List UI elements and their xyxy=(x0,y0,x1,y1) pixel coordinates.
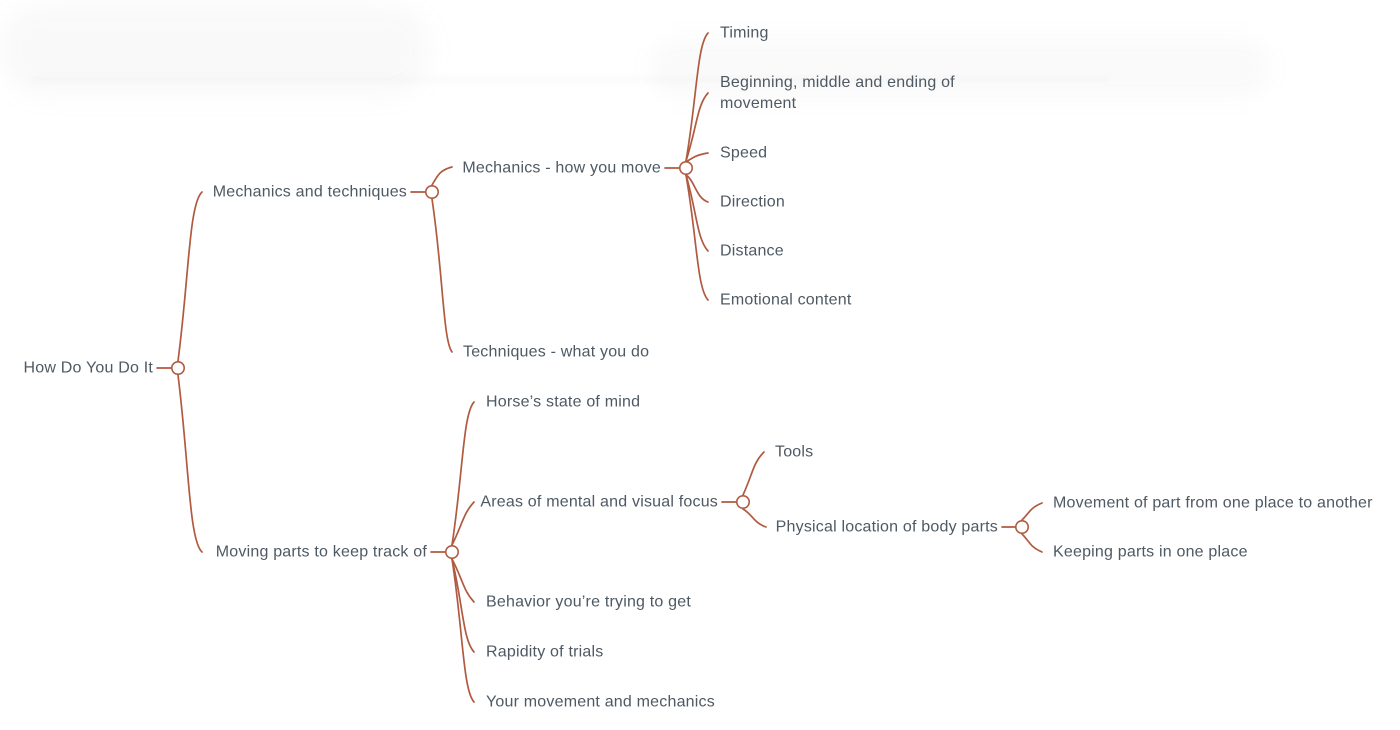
node-beginning-middle-ending-of-movement[interactable]: Beginning, middle and ending of movement xyxy=(720,74,955,112)
node-direction[interactable]: Direction xyxy=(720,193,785,211)
edge-root-moving-parts xyxy=(177,374,203,553)
node-mechanics-and-techniques[interactable]: Mechanics and techniques xyxy=(212,183,407,201)
node-movement-of-part[interactable]: Movement of part from one place to anoth… xyxy=(1053,494,1373,512)
edge-behavior xyxy=(451,558,475,603)
edge-beginning-middle-ending xyxy=(685,92,709,162)
edge-distance xyxy=(685,174,709,252)
edge-mechanics-how-you-move xyxy=(431,166,453,186)
node-moving-parts-to-keep-track-of[interactable]: Moving parts to keep track of xyxy=(215,543,427,561)
edge-rapidity-of-trials xyxy=(451,558,475,653)
edge-areas-of-focus xyxy=(451,501,475,546)
branch-toggle-physical-location[interactable] xyxy=(1014,519,1029,534)
node-horses-state-of-mind[interactable]: Horse’s state of mind xyxy=(486,393,641,411)
node-your-movement-and-mechanics[interactable]: Your movement and mechanics xyxy=(486,693,715,711)
node-rapidity-of-trials[interactable]: Rapidity of trials xyxy=(486,643,604,661)
branch-toggle-mechanics-how-you-move[interactable] xyxy=(678,161,693,176)
node-tools[interactable]: Tools xyxy=(775,443,814,461)
node-timing[interactable]: Timing xyxy=(720,24,769,42)
node-speed[interactable]: Speed xyxy=(720,144,768,162)
edge-emotional-content xyxy=(685,174,709,301)
node-physical-location-of-body-parts[interactable]: Physical location of body parts xyxy=(775,518,998,536)
node-distance[interactable]: Distance xyxy=(720,242,784,260)
node-keeping-parts-in-one-place[interactable]: Keeping parts in one place xyxy=(1053,543,1248,561)
edge-keeping-parts xyxy=(1021,533,1043,553)
edge-horses-state-of-mind xyxy=(451,401,475,546)
node-behavior-youre-trying-to-get[interactable]: Behavior you’re trying to get xyxy=(486,593,692,611)
edge-timing xyxy=(685,32,709,162)
edge-your-movement xyxy=(451,558,475,703)
branch-toggle-areas-of-focus[interactable] xyxy=(735,494,750,509)
edge-movement-of-part xyxy=(1021,502,1043,521)
branch-toggle-mechanics-and-techniques[interactable] xyxy=(424,185,439,200)
edge-physical-location xyxy=(742,508,767,528)
node-mechanics-how-you-move[interactable]: Mechanics - how you move xyxy=(462,159,661,177)
node-techniques-what-you-do[interactable]: Techniques - what you do xyxy=(463,343,650,361)
edge-direction xyxy=(685,174,709,203)
node-emotional-content[interactable]: Emotional content xyxy=(720,291,852,309)
branch-toggle-root[interactable] xyxy=(171,360,186,375)
edge-tools xyxy=(742,451,765,496)
edge-techniques-what-you-do xyxy=(431,198,453,353)
edge-root-mechanics-and-techniques xyxy=(177,191,203,362)
node-how-do-you-do-it[interactable]: How Do You Do It xyxy=(23,359,153,377)
edge-speed xyxy=(685,152,709,163)
branch-toggle-moving-parts[interactable] xyxy=(444,544,459,559)
node-areas-of-mental-and-visual-focus[interactable]: Areas of mental and visual focus xyxy=(480,493,718,511)
